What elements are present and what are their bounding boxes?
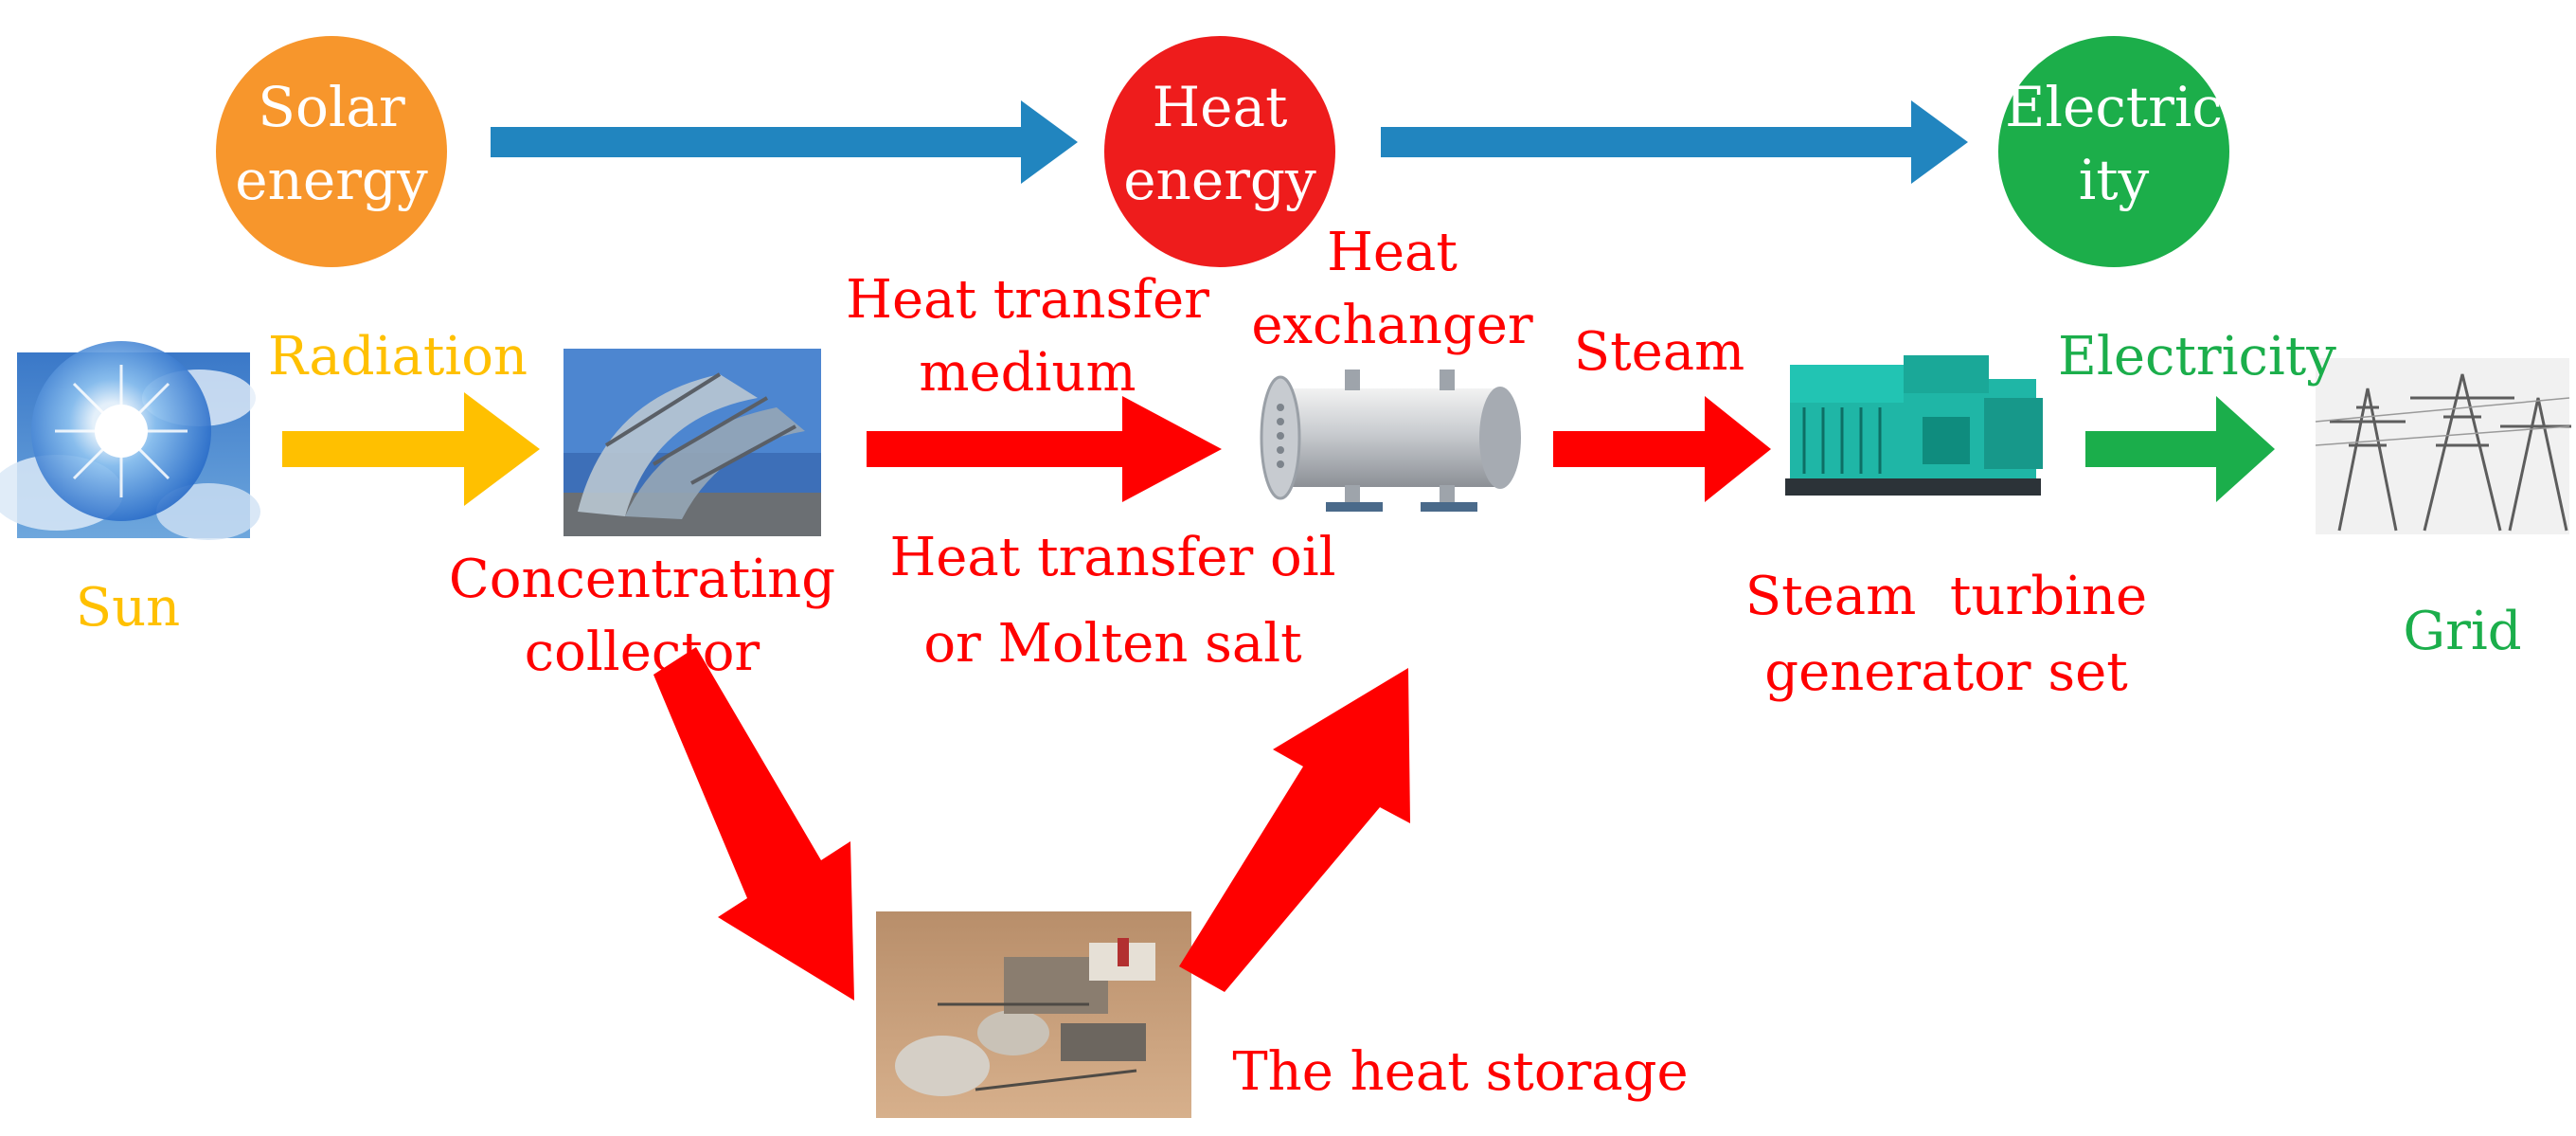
sun-label: Sun: [76, 577, 181, 639]
power-grid-image: [2315, 358, 2571, 534]
solar-energy-label-line2: energy: [235, 148, 428, 212]
collector-label-line2: collector: [525, 622, 760, 683]
heat-transfer-medium-label-line1: Heat transfer: [846, 269, 1209, 331]
solar-energy-label-line1: Solar: [258, 75, 405, 139]
solar-energy-stage: Solar energy: [216, 36, 447, 267]
heat-exchanger-image: [1260, 370, 1521, 512]
sun-image: [0, 341, 260, 540]
generator-set-image: [1785, 355, 2043, 496]
grid-label: Grid: [2403, 601, 2521, 662]
electricity-arrow: [2085, 396, 2275, 502]
solar-energy-circle: [216, 36, 447, 267]
heat-transfer-medium-label-line2: medium: [919, 342, 1136, 404]
heat-to-electricity-arrow: [1381, 100, 1968, 184]
collector-label-line1: Concentrating: [449, 549, 835, 610]
electricity-circle: [1998, 36, 2229, 267]
steam-arrow: [1553, 396, 1771, 502]
heat-energy-label-line1: Heat: [1153, 75, 1288, 139]
electricity-stage-label-line2: ity: [2079, 148, 2150, 212]
radiation-label: Radiation: [268, 326, 528, 388]
heat-transfer-oil-label-line2: or Molten salt: [923, 613, 1302, 675]
heat-exchanger-label-line2: exchanger: [1251, 295, 1533, 356]
electricity-stage: Electric ity: [1998, 36, 2229, 267]
storage-to-exchanger-arrow: [1179, 668, 1410, 992]
heat-exchanger-label-line1: Heat: [1327, 222, 1458, 283]
heat-transfer-oil-label-line1: Heat transfer oil: [889, 527, 1335, 588]
radiation-arrow: [282, 392, 540, 506]
heat-transfer-medium-arrow: [867, 396, 1222, 502]
electricity-stage-label-line1: Electric: [2005, 75, 2223, 139]
heat-storage-label: The heat storage: [1232, 1041, 1688, 1103]
collector-image: [564, 349, 821, 536]
turbine-label-line1: Steam turbine: [1745, 566, 2147, 627]
collector-to-storage-arrow: [653, 647, 854, 1001]
solar-to-heat-arrow: [491, 100, 1078, 184]
turbine-label-line2: generator set: [1764, 641, 2128, 703]
heat-energy-label-line2: energy: [1123, 148, 1316, 212]
heat-storage-image: [876, 911, 1191, 1118]
heat-energy-circle: [1104, 36, 1335, 267]
heat-energy-stage: Heat energy: [1104, 36, 1335, 267]
steam-label: Steam: [1574, 321, 1745, 383]
electricity-flow-label: Electricity: [2058, 326, 2336, 388]
